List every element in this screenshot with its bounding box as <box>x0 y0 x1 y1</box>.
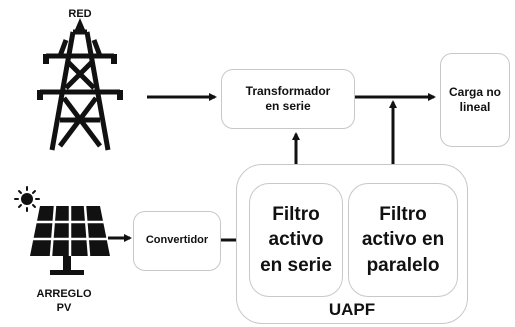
converter-box: Convertidor <box>133 211 221 271</box>
pv-label: ARREGLO PV <box>36 288 92 315</box>
series-active-filter-box: Filtro activo en serie <box>249 183 343 297</box>
uapf-label: UAPF <box>328 300 376 320</box>
transformer-box: Transformador en serie <box>221 69 355 129</box>
parallel-active-filter-box: Filtro activo en paralelo <box>348 183 458 297</box>
red-label: RED <box>68 8 92 20</box>
load-box: Carga no lineal <box>440 53 510 147</box>
